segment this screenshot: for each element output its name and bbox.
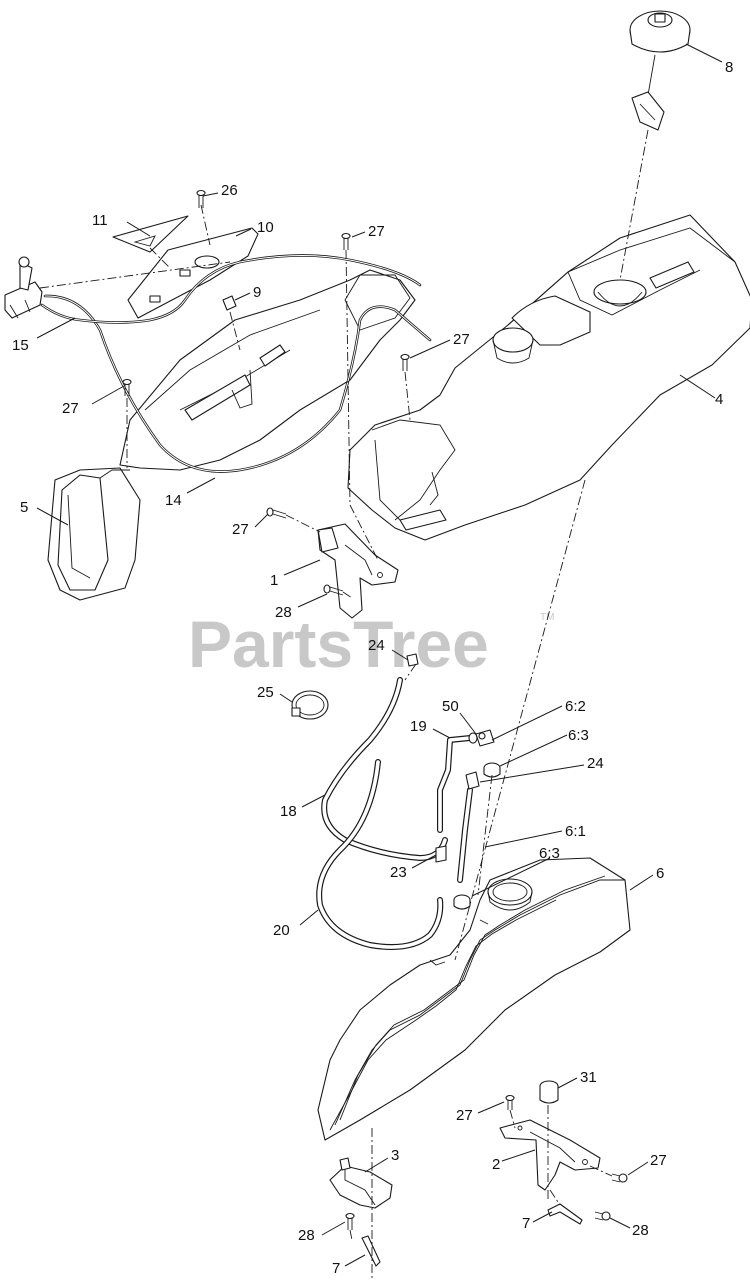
screw-part-28-lower-left[interactable] [345,1212,355,1231]
callout-6-1[interactable]: 6:1 [565,823,586,840]
fuel-tank-part-6[interactable] [317,857,631,1141]
callout-19[interactable]: 19 [410,718,427,735]
fitting-part-19[interactable] [437,732,478,833]
fuel-cap-part-8[interactable] [629,10,691,131]
screw-part-27-top[interactable] [341,232,351,251]
valve-part-50[interactable] [475,729,495,747]
watermark-text: PartsTree [188,607,489,681]
callout-1[interactable]: 1 [270,572,278,589]
callout-20[interactable]: 20 [273,922,290,939]
callout-8[interactable]: 8 [725,59,733,76]
screw-part-28-lower-right[interactable] [594,1211,611,1221]
callout-leaders [36,43,723,1267]
screw-part-27-bracket[interactable] [266,507,287,519]
callout-5[interactable]: 5 [20,499,28,516]
dash-panel-shroud[interactable] [47,467,141,601]
callout-26[interactable]: 26 [221,182,238,199]
throttle-cable-part-14[interactable] [43,294,432,473]
callout-15[interactable]: 15 [12,337,29,354]
callout-6-2[interactable]: 6:2 [565,698,586,715]
throttle-control-part-15[interactable] [4,256,43,319]
tank-bracket-part-2[interactable] [499,1119,601,1191]
callout-27-top[interactable]: 27 [368,223,385,240]
pickup-tube-part-6-1[interactable] [457,771,480,883]
grommet-part-6-3-bottom[interactable] [453,894,471,910]
callout-6[interactable]: 6 [656,865,664,882]
callout-27-left[interactable]: 27 [62,400,79,417]
callout-28-lower-right[interactable]: 28 [632,1222,649,1239]
clamp-part-24-top[interactable] [406,653,419,667]
callout-6-3-top[interactable]: 6:3 [568,727,589,744]
callout-7-bottom[interactable]: 7 [332,1260,340,1277]
callout-10[interactable]: 10 [257,219,274,236]
callout-31[interactable]: 31 [580,1069,597,1086]
callout-25[interactable]: 25 [257,684,274,701]
upper-dash-housing[interactable] [119,269,416,471]
callout-18[interactable]: 18 [280,803,297,820]
pin-part-7-right[interactable] [547,1203,583,1225]
screw-part-27-mid[interactable] [400,353,410,372]
choke-cable[interactable] [40,254,422,324]
clip-part-9[interactable] [222,295,237,311]
callout-11[interactable]: 11 [92,212,108,229]
assembly-alignment-lines [39,129,649,1280]
callout-27-mid[interactable]: 27 [453,331,470,348]
callout-6-3-bottom[interactable]: 6:3 [539,845,560,862]
callout-4[interactable]: 4 [715,391,723,408]
fuel-hose-part-20[interactable] [316,759,444,950]
callout-27-bracket[interactable]: 27 [232,521,249,538]
callout-24-top[interactable]: 24 [368,637,385,654]
callout-2[interactable]: 2 [492,1156,500,1173]
screw-part-27-lower-right[interactable] [611,1173,628,1183]
callout-24-mid[interactable]: 24 [587,755,604,772]
cable-bracket-part-1[interactable] [317,523,399,619]
screw-part-27-left[interactable] [122,378,132,397]
screw-part-26[interactable] [196,189,206,209]
pin-part-7-bottom[interactable] [361,1235,381,1267]
watermark-trademark: TM [540,612,554,623]
callout-labels: 8 4 5 11 26 10 9 27 27 15 27 14 27 1 28 … [12,59,733,1277]
callout-28-bracket[interactable]: 28 [275,604,292,621]
callout-28-lower-left[interactable]: 28 [298,1227,315,1244]
screw-part-28-bracket[interactable] [323,584,344,596]
screw-part-27-lower-left[interactable] [505,1094,515,1111]
callout-14[interactable]: 14 [165,492,182,509]
bracket-part-3[interactable] [329,1157,393,1209]
hose-clamp-part-25[interactable] [291,690,329,720]
fuel-hose-part-18[interactable] [321,677,448,861]
connector-part-23[interactable] [435,845,447,863]
callout-23[interactable]: 23 [390,864,407,881]
callout-9[interactable]: 9 [253,284,261,301]
grommet-part-6-3-top[interactable] [483,762,501,778]
callout-27-lower-left[interactable]: 27 [456,1107,473,1124]
callout-27-lower-right[interactable]: 27 [650,1152,667,1169]
console-body-part-4[interactable] [347,214,750,541]
callout-3[interactable]: 3 [391,1147,399,1164]
callout-7-right[interactable]: 7 [522,1215,530,1232]
label-plate-part-11[interactable] [112,215,189,253]
bracket-part-10[interactable] [127,227,259,319]
callout-50[interactable]: 50 [442,698,459,715]
bumper-part-31[interactable] [539,1080,559,1104]
